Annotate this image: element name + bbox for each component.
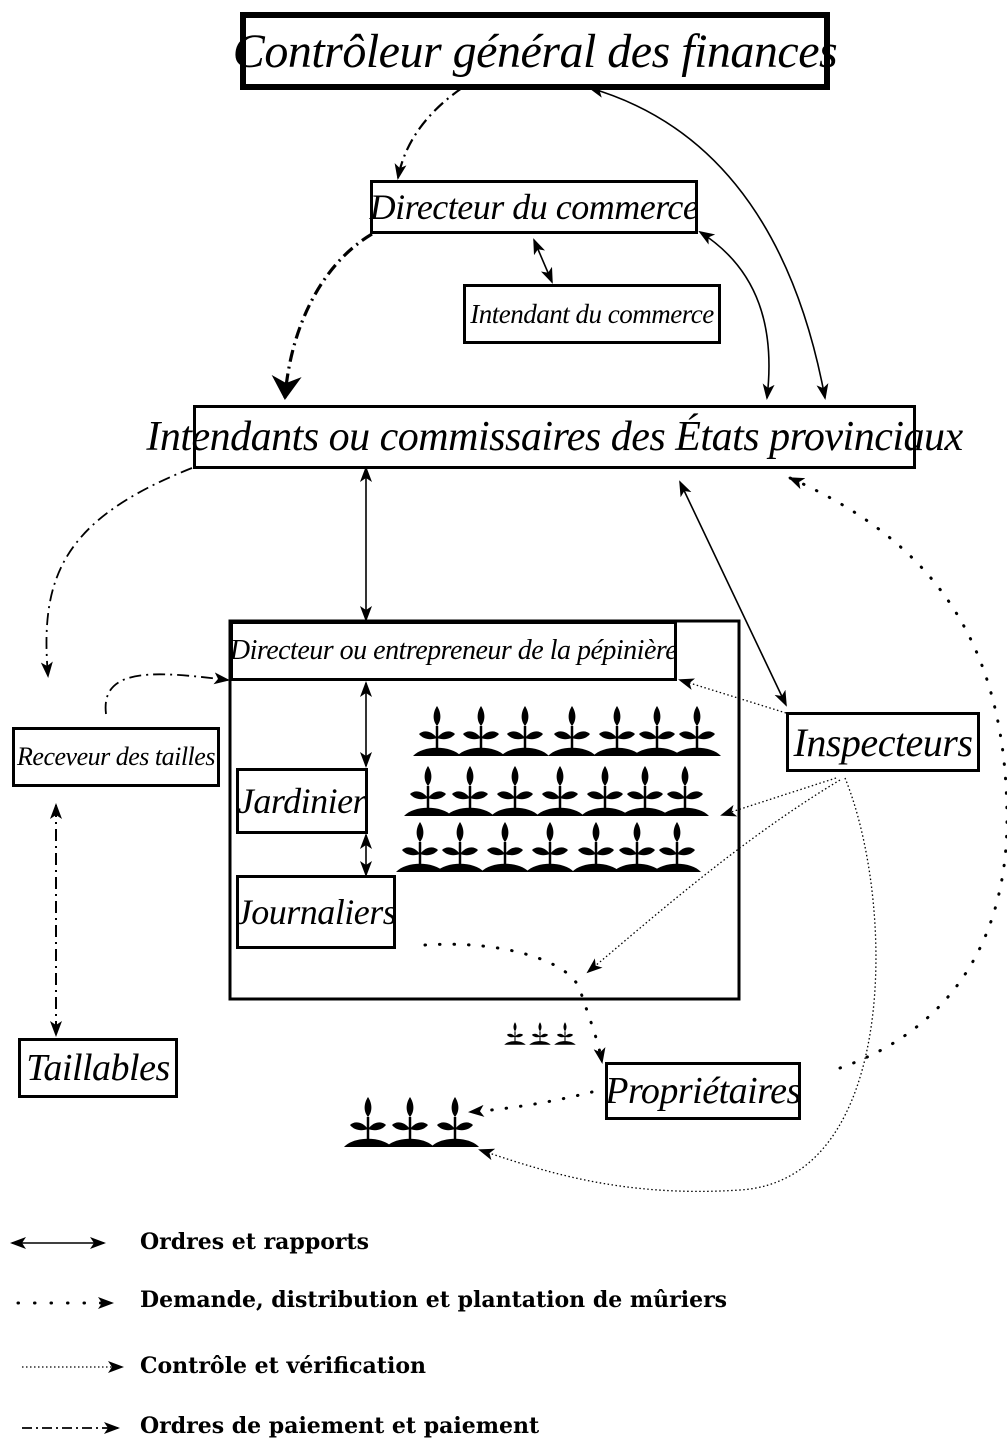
node-taillables-label: Taillables (26, 1047, 170, 1089)
node-directeur-commerce-label: Directeur du commerce (369, 187, 699, 227)
mulberry-seedling-icon (455, 704, 507, 758)
arrow-proprietaires-intendants (788, 476, 1007, 1070)
mulberry-seedling-icon (499, 704, 551, 758)
mulberry-row-3 (394, 820, 703, 874)
node-receveur: Receveur des tailles (12, 727, 220, 787)
node-intendants-label: Intendants ou commissaires des États pro… (146, 414, 963, 460)
mulberry-seedling-icon (659, 764, 711, 818)
mulberry-row-1 (411, 704, 723, 758)
arrow-proprietaires-plants (468, 1090, 594, 1117)
mulberry-seedling-icon (671, 704, 723, 758)
mulberry-seedling-icon (651, 820, 703, 874)
arrow-intendants-inspecteurs (679, 480, 787, 707)
arrow-directeur-intendant-commerce (533, 238, 553, 284)
arrow-controleur-intendants (588, 86, 829, 400)
node-jardinier: Jardinier (236, 768, 368, 834)
arrow-directeur-intendants (698, 230, 775, 400)
mulberry-seedling-icon (534, 764, 586, 818)
mulberry-seedling-icon (342, 1095, 394, 1149)
node-intendant-commerce: Intendant du commerce (463, 284, 721, 344)
arrow-inspecteurs-plantation (478, 777, 877, 1193)
mulberry-row-2 (402, 764, 711, 818)
node-inspecteurs-label: Inspecteurs (793, 719, 973, 765)
arrow-intendants-receveur (40, 467, 193, 678)
node-proprietaires-label: Propriétaires (605, 1070, 801, 1112)
mulberry-seedling-icon (631, 704, 683, 758)
mulberry-seedling-icon (553, 1021, 577, 1046)
mulberry-seedling-icon (402, 764, 454, 818)
legend-label-paiement: Ordres de paiement et paiement (140, 1413, 540, 1439)
mulberry-seedling-icon (394, 820, 446, 874)
node-journaliers: Journaliers (235, 875, 397, 949)
mulberry-seedling-icon (411, 704, 463, 758)
mulberry-seedling-icon (570, 820, 622, 874)
mulberry-seedling-icon (479, 820, 531, 874)
node-proprietaires: Propriétaires (605, 1062, 801, 1120)
mulberry-seedling-icon (546, 704, 598, 758)
mulberry-seedling-icon (444, 764, 496, 818)
arrow-controleur-directeur (394, 87, 463, 180)
node-journaliers-label: Journaliers (235, 892, 397, 932)
mulberry-seedling-icon (611, 820, 663, 874)
mulberry-seedling-icon (434, 820, 486, 874)
mulberry-seedling-icon (503, 1021, 527, 1046)
node-taillables: Taillables (18, 1038, 178, 1098)
mulberry-seedling-icon (384, 1095, 436, 1149)
planted-mulberry-group (342, 1095, 481, 1149)
legend-label-muriers: Demande, distribution et plantation de m… (140, 1287, 728, 1313)
mulberry-seedling-icon (591, 704, 643, 758)
legend-label-controle: Contrôle et vérification (140, 1353, 426, 1379)
muriers-arrows (423, 476, 1007, 1117)
node-receveur-label: Receveur des tailles (17, 742, 215, 771)
node-inspecteurs: Inspecteurs (786, 712, 980, 772)
node-controleur: Contrôleur général des finances (233, 12, 838, 90)
node-directeur-pepiniere: Directeur ou entrepreneur de la pépinièr… (229, 621, 678, 681)
small-mulberry-group (503, 1021, 577, 1046)
legend-symbols (10, 1237, 124, 1434)
node-directeur-commerce: Directeur du commerce (369, 180, 699, 234)
mulberry-seedling-icon (429, 1095, 481, 1149)
arrow-pepiniere-proprietaires (423, 942, 606, 1064)
mulberry-seedling-icon (528, 1021, 552, 1046)
arrow-receveur-pepiniere (104, 672, 230, 715)
node-controleur-label: Contrôleur général des finances (232, 24, 838, 78)
controle-arrows (478, 678, 877, 1193)
node-intendants: Intendants ou commissaires des États pro… (146, 405, 963, 469)
node-intendant-commerce-label: Intendant du commerce (470, 298, 714, 329)
node-directeur-pepiniere-label: Directeur ou entrepreneur de la pépinièr… (229, 635, 678, 666)
arrow-inspecteurs-pepiniere (678, 678, 787, 714)
mulberry-seedling-icon (524, 820, 576, 874)
node-jardinier-label: Jardinier (237, 781, 367, 821)
ordres-rapports-arrows (360, 86, 829, 877)
arrow-inspecteurs-journaliers (586, 779, 841, 974)
paiement-arrows (40, 87, 463, 1037)
mulberry-seedling-icon (489, 764, 541, 818)
mulberry-seedling-icon (579, 764, 631, 818)
arrow-directeur-intendants-big (271, 232, 373, 400)
legend-label-ordres-rapports: Ordres et rapports (140, 1229, 370, 1255)
mulberry-seedling-icon (619, 764, 671, 818)
